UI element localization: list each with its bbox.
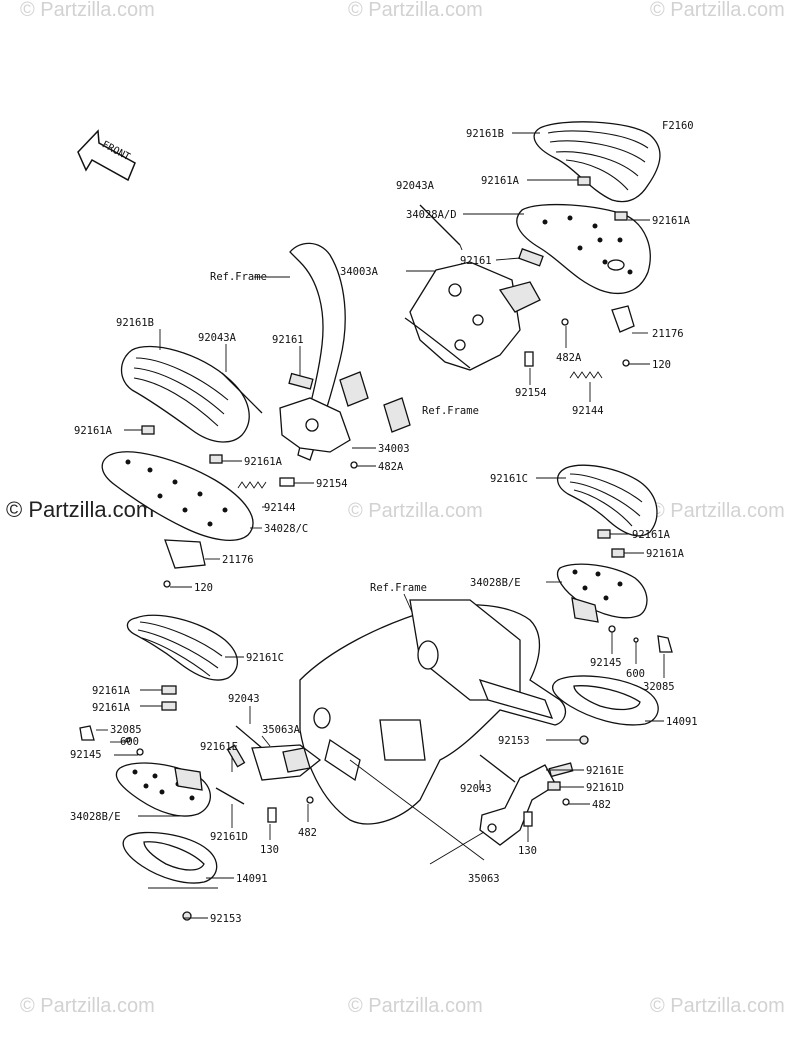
left-lower-leaders xyxy=(96,656,309,919)
label-92154-top: 92154 xyxy=(515,387,547,399)
watermark-top-center: © Partzilla.com xyxy=(348,0,483,21)
label-92161A-mid: 92161A xyxy=(244,456,283,468)
frame-ref-leader xyxy=(403,593,413,613)
top-right-leaders xyxy=(406,132,650,402)
watermark-mid-center: © Partzilla.com xyxy=(348,500,483,522)
label-92161C-left: 92161C xyxy=(246,652,284,664)
label-92161E-left: 92161E xyxy=(200,741,238,753)
right-lower-bracket xyxy=(479,754,574,846)
label-35063A: 35063A xyxy=(262,724,301,736)
label-92145-left: 92145 xyxy=(70,749,102,761)
ref-frame-top: Ref.Frame xyxy=(422,405,479,417)
watermark-bottom-left: © Partzilla.com xyxy=(20,995,155,1017)
label-482-left: 482 xyxy=(298,827,317,839)
label-92161A-top: 92161A xyxy=(481,175,520,187)
label-92161-left: 92161 xyxy=(272,334,304,346)
label-14091-right: 14091 xyxy=(666,716,698,728)
label-92043-left: 92043 xyxy=(228,693,260,705)
label-92043A-left: 92043A xyxy=(198,332,237,344)
label-92161B-left: 92161B xyxy=(116,317,154,329)
label-482-right: 482 xyxy=(592,799,611,811)
watermark-bottom-right: © Partzilla.com xyxy=(650,995,785,1017)
front-arrow-icon: FRONT xyxy=(77,129,136,182)
label-92144-top: 92144 xyxy=(572,405,604,417)
right-middle-footboard xyxy=(552,464,673,745)
label-21176-left: 21176 xyxy=(222,554,254,566)
label-34003A: 34003A xyxy=(340,266,379,278)
top-right-footboard xyxy=(404,121,661,379)
ref-frame-left: Ref.Frame xyxy=(210,271,267,283)
label-92145-right: 92145 xyxy=(590,657,622,669)
part-labels: 92161B 92161A 92043A 34028A/D 92161A 340… xyxy=(70,128,698,925)
label-92154-left: 92154 xyxy=(316,478,348,490)
label-92161A-r2: 92161A xyxy=(646,548,685,560)
label-14091-left: 14091 xyxy=(236,873,268,885)
label-92161C-right: 92161C xyxy=(490,473,528,485)
label-92161A-right: 92161A xyxy=(652,215,691,227)
label-92161D-left: 92161D xyxy=(210,831,248,843)
label-600-right: 600 xyxy=(626,668,645,680)
watermarks: © Partzilla.com © Partzilla.com © Partzi… xyxy=(6,0,785,1017)
watermark-top-right: © Partzilla.com xyxy=(650,0,785,21)
label-34003: 34003 xyxy=(378,443,410,455)
label-482A-top: 482A xyxy=(556,352,582,364)
label-120-top: 120 xyxy=(652,359,671,371)
right-middle-leaders xyxy=(536,477,665,741)
center-frame xyxy=(299,599,567,825)
right-lower-leaders xyxy=(349,759,590,865)
label-34028C: 34028/C xyxy=(264,523,308,535)
label-34028AD: 34028A/D xyxy=(406,209,457,221)
label-92161B-top: 92161B xyxy=(466,128,504,140)
label-92043A-top: 92043A xyxy=(396,180,435,192)
label-92043-right: 92043 xyxy=(460,783,492,795)
label-34028BE-left: 34028B/E xyxy=(70,811,121,823)
label-92161E-right: 92161E xyxy=(586,765,624,777)
label-92161A-r1: 92161A xyxy=(632,529,671,541)
figure-code: F2160 xyxy=(662,120,694,132)
watermark-mid-left: © Partzilla.com xyxy=(6,497,154,522)
label-34028BE-right: 34028B/E xyxy=(470,577,521,589)
label-92153-left: 92153 xyxy=(210,913,242,925)
watermark-top-left: © Partzilla.com xyxy=(20,0,155,21)
label-92153-right: 92153 xyxy=(498,735,530,747)
label-92161-top: 92161 xyxy=(460,255,492,267)
label-600-left: 600 xyxy=(120,736,139,748)
label-21176-top: 21176 xyxy=(652,328,684,340)
watermark-mid-right: © Partzilla.com xyxy=(650,500,785,522)
label-92161A-left: 92161A xyxy=(74,425,113,437)
label-130-left: 130 xyxy=(260,844,279,856)
label-92161A-l2: 92161A xyxy=(92,702,131,714)
label-130-right: 130 xyxy=(518,845,537,857)
left-upper-footboard xyxy=(101,242,411,588)
label-92161D-right: 92161D xyxy=(586,782,624,794)
label-482A-left: 482A xyxy=(378,461,404,473)
watermark-bottom-center: © Partzilla.com xyxy=(348,995,483,1017)
label-35063: 35063 xyxy=(468,873,500,885)
label-32085-right: 32085 xyxy=(643,681,675,693)
label-120-left: 120 xyxy=(194,582,213,594)
label-92144-left: 92144 xyxy=(264,502,296,514)
left-upper-leaders xyxy=(124,276,376,588)
left-lower-footboard xyxy=(79,614,322,921)
label-32085-left: 32085 xyxy=(110,724,142,736)
ref-frame-center: Ref.Frame xyxy=(370,582,427,594)
label-92161A-l1: 92161A xyxy=(92,685,131,697)
